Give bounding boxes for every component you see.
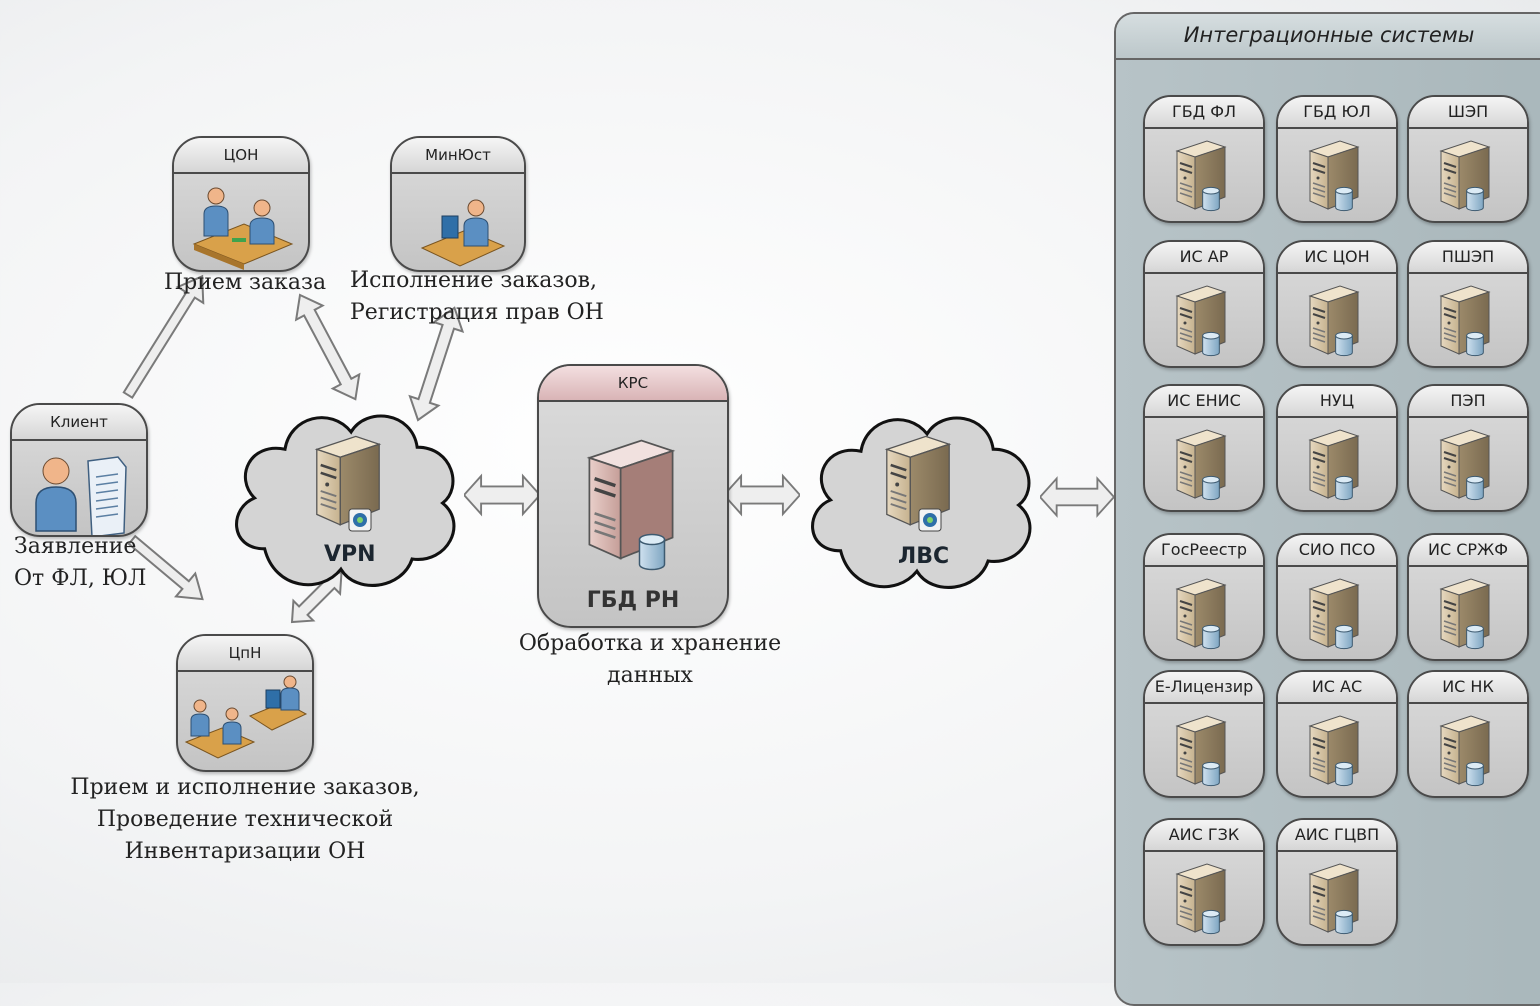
database-icon [1466,761,1484,787]
integration-system[interactable]: АИС ГЦВП [1276,818,1398,946]
integration-system-title: Е-Лицензир [1145,672,1263,704]
cpn-node[interactable]: ЦпН [176,634,314,772]
integration-system[interactable]: ГБД ЮЛ [1276,95,1398,223]
database-icon [1466,475,1484,501]
globe-icon [918,508,942,532]
integration-system-title: ГБД ФЛ [1145,97,1263,129]
integration-system[interactable]: ГБД ФЛ [1143,95,1265,223]
vpn-cloud[interactable]: VPN [224,396,468,600]
krs-title: КРС [539,366,727,402]
cpn-caption: Прием и исполнение заказов, Проведение т… [70,775,420,864]
globe-icon [348,508,372,532]
integration-system[interactable]: ИС ЦОН [1276,240,1398,368]
database-icon [638,533,666,571]
arrow-client-to-cpn [127,534,204,601]
client-title: Клиент [12,405,146,441]
minjust-title: МинЮст [392,138,524,174]
arrow-minjust-vpn [408,306,465,422]
client-node[interactable]: Клиент [10,403,148,537]
minjust-caption: Исполнение заказов, Регистрация прав ОН [350,268,604,325]
integration-title: Интеграционные системы [1116,14,1540,60]
arrow-krs-lvs [724,475,800,515]
database-icon [1335,331,1353,357]
integration-system[interactable]: ИС АР [1143,240,1265,368]
integration-system[interactable]: ГосРеестр [1143,533,1265,661]
integration-system-title: ИС СРЖФ [1409,535,1527,567]
integration-system-title: АИС ГЗК [1145,820,1263,852]
arrow-client-to-con [122,274,205,400]
connection-arrows [122,274,465,624]
database-icon [1202,475,1220,501]
con-caption: Прием заказа [164,270,327,295]
database-icon [1335,475,1353,501]
integration-system-title: ИС НК [1409,672,1527,704]
integration-system-title: НУЦ [1278,386,1396,418]
lvs-cloud[interactable]: ЛВС [800,398,1044,602]
integration-system-title: ПШЭП [1409,242,1527,274]
integration-system-title: ИС АР [1145,242,1263,274]
integration-system-title: ПЭП [1409,386,1527,418]
integration-system-title: ШЭП [1409,97,1527,129]
database-icon [1202,624,1220,650]
integration-system[interactable]: Е-Лицензир [1143,670,1265,798]
lvs-label: ЛВС [898,544,950,569]
database-icon [1202,761,1220,787]
integration-system[interactable]: ПЭП [1407,384,1529,512]
integration-system-title: ГБД ЮЛ [1278,97,1396,129]
integration-system[interactable]: НУЦ [1276,384,1398,512]
integration-system[interactable]: СИО ПСО [1276,533,1398,661]
krs-node[interactable]: КРС ГБД РН [537,364,729,628]
workstation-icon [420,199,506,267]
krs-server-label: ГБД РН [586,588,680,613]
office-workstation-icon [184,675,308,759]
office-desk-icon [192,187,294,270]
database-icon [1466,624,1484,650]
integration-system[interactable]: ИС НК [1407,670,1529,798]
integration-system[interactable]: ИС ЕНИС [1143,384,1265,512]
integration-system-title: СИО ПСО [1278,535,1396,567]
arrow-vpn-krs [464,475,540,515]
database-icon [1335,761,1353,787]
integration-system-title: ГосРеестр [1145,535,1263,567]
integration-system[interactable]: АИС ГЗК [1143,818,1265,946]
cpn-title: ЦпН [178,636,312,672]
minjust-node[interactable]: МинЮст [390,136,526,272]
integration-system[interactable]: ИС АС [1276,670,1398,798]
integration-system[interactable]: ИС СРЖФ [1407,533,1529,661]
integration-system[interactable]: ПШЭП [1407,240,1529,368]
person-with-document-icon [35,456,127,535]
arrow-lvs-integration [1040,477,1114,517]
database-icon [1202,186,1220,212]
vpn-label: VPN [324,542,376,567]
database-icon [1202,909,1220,935]
database-icon [1466,186,1484,212]
integration-system-title: АИС ГЦВП [1278,820,1396,852]
con-node[interactable]: ЦОН [172,136,310,272]
arrow-con-vpn [294,293,361,401]
integration-system-title: ИС ЕНИС [1145,386,1263,418]
con-title: ЦОН [174,138,308,174]
integration-system[interactable]: ШЭП [1407,95,1529,223]
integration-system-title: ИС АС [1278,672,1396,704]
database-icon [1466,331,1484,357]
integration-system-title: ИС ЦОН [1278,242,1396,274]
krs-caption: Обработка и хранение данных [518,631,782,688]
database-icon [1202,331,1220,357]
database-icon [1335,624,1353,650]
database-icon [1335,909,1353,935]
krs-server-icon [586,439,676,560]
database-icon [1335,186,1353,212]
client-caption: Заявление От ФЛ, ЮЛ [14,534,147,591]
